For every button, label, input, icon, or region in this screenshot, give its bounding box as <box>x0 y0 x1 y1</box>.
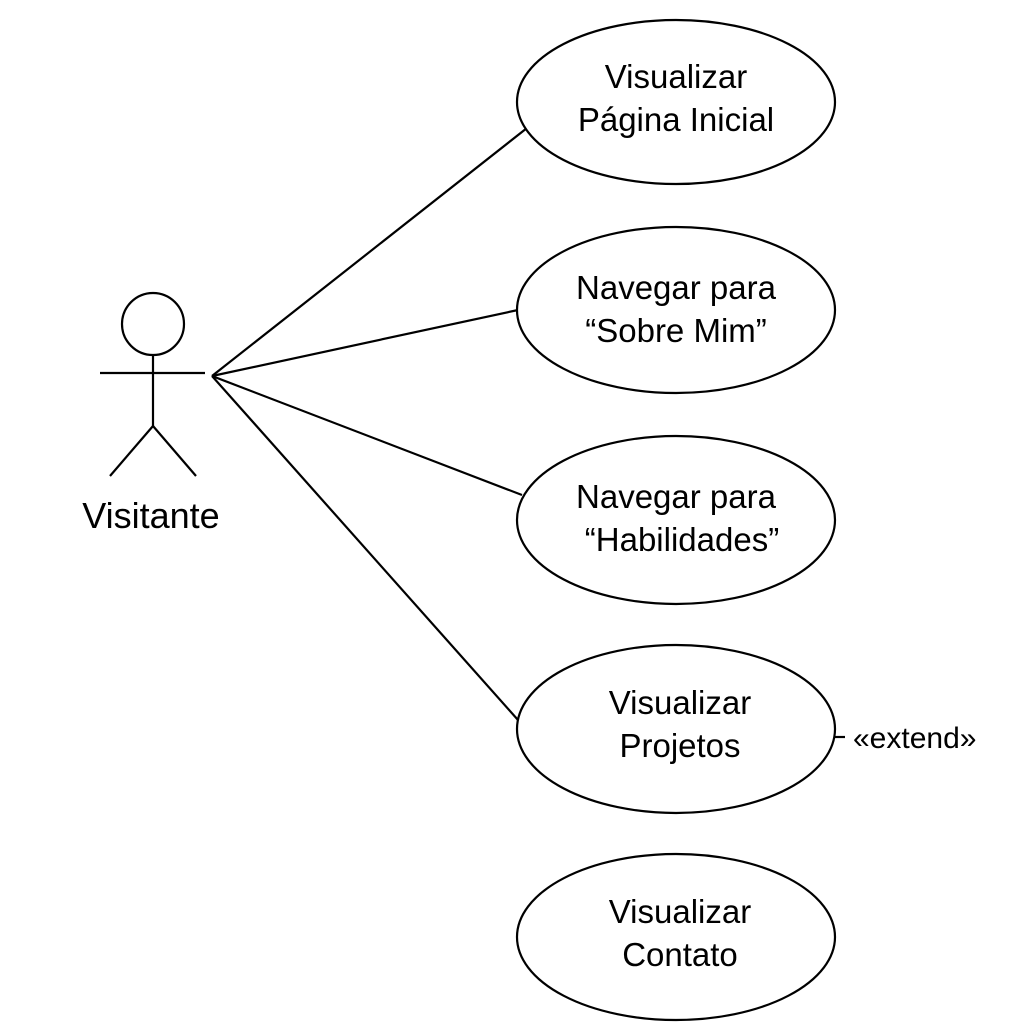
use-case-visualizar-contato: Visualizar Contato <box>515 852 837 1022</box>
stick-figure-icon <box>100 291 205 477</box>
use-case-label-line2: Contato <box>622 936 738 973</box>
extend-relation: «extend» <box>835 722 976 755</box>
use-case-visualizar-pagina-inicial: Visualizar Página Inicial <box>515 18 837 186</box>
use-case-label-line1: Navegar para <box>576 478 777 515</box>
use-case-label-line1: Navegar para <box>576 269 777 306</box>
use-case-ellipse <box>515 852 837 1022</box>
use-case-visualizar-projetos: Visualizar Projetos <box>515 643 837 815</box>
use-case-label-line2: Página Inicial <box>578 101 774 138</box>
association-line-projetos <box>211 375 519 721</box>
extend-stereotype-label: «extend» <box>853 722 976 755</box>
association-line-habilidades <box>211 374 523 497</box>
use-case-navegar-sobre-mim: Navegar para “Sobre Mim” <box>515 225 837 395</box>
actor-visitante: Visitante <box>82 291 220 536</box>
use-case-label-line2: “Habilidades” <box>585 521 779 558</box>
use-case-ellipse <box>515 434 837 606</box>
use-case-label-line1: Visualizar <box>609 684 751 721</box>
actor-head <box>120 291 186 357</box>
use-case-label-line2: Projetos <box>619 727 740 764</box>
use-case-label-line1: Visualizar <box>605 58 747 95</box>
use-case-label-line2: “Sobre Mim” <box>585 312 767 349</box>
associations <box>211 127 528 721</box>
use-case-navegar-habilidades: Navegar para “Habilidades” <box>515 434 837 606</box>
actor-right-leg <box>152 425 197 477</box>
actor-left-leg <box>109 425 154 477</box>
actor-label: Visitante <box>82 495 219 536</box>
association-line-visualizar-pagina-inicial <box>211 127 528 377</box>
use-case-ellipse <box>515 18 837 186</box>
association-line-sobre-mim <box>211 308 519 378</box>
use-case-label-line1: Visualizar <box>609 893 751 930</box>
use-case-ellipse <box>515 225 837 395</box>
use-case-ellipse <box>515 643 837 815</box>
